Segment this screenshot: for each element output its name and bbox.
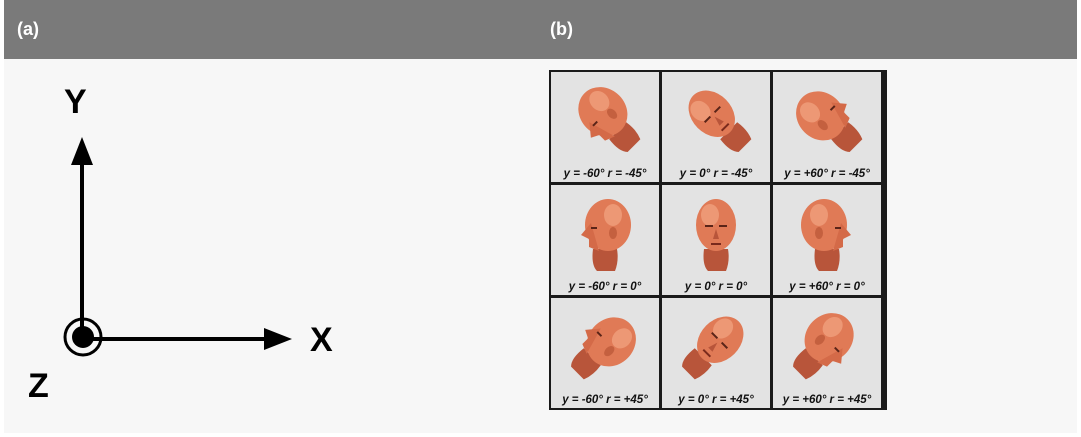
panel-b-label: (b)	[550, 19, 573, 39]
head-pose-cell: y = 0° r = 0°	[662, 185, 770, 295]
head-pose-cell: y = +60° r = +45°	[773, 298, 881, 408]
x-axis-label: X	[310, 321, 333, 359]
head-pose-caption: y = -60° r = -45°	[563, 168, 647, 180]
figure-frame: (a) (b) Y X Z	[4, 0, 1077, 433]
head-pose-cell: y = 0° r = +45°	[662, 298, 770, 408]
head-pose-cell: y = -60° r = 0°	[551, 185, 659, 295]
head-render-icon	[581, 199, 631, 271]
head-pose-caption: y = 0° r = +45°	[678, 394, 754, 406]
head-render-icon	[682, 316, 744, 380]
head-pose-cell: y = -60° r = -45°	[551, 72, 659, 182]
x-axis-arrowhead	[264, 328, 292, 350]
head-pose-caption: y = 0° r = -45°	[679, 168, 753, 180]
head-pose-caption: y = +60° r = 0°	[789, 281, 865, 293]
head-render-icon	[688, 90, 752, 152]
figure-header: (a) (b)	[4, 0, 1077, 59]
head-render-icon	[696, 199, 736, 271]
head-pose-caption: y = -60° r = 0°	[568, 281, 642, 293]
head-pose-caption: y = -60° r = +45°	[562, 394, 648, 406]
y-axis-label: Y	[64, 83, 87, 121]
head-render-icon	[571, 317, 636, 380]
head-pose-caption: y = +60° r = -45°	[784, 168, 870, 180]
head-render-icon	[578, 87, 641, 152]
head-render-icon	[793, 313, 854, 380]
panel-a-label: (a)	[17, 19, 39, 39]
head-pose-cell: y = +60° r = 0°	[773, 185, 881, 295]
head-render-icon	[801, 199, 851, 271]
z-axis-outer-ring	[63, 317, 103, 357]
head-pose-cell: y = 0° r = -45°	[662, 72, 770, 182]
head-pose-grid: y = -60° r = -45° y = 0° r = -45° y = +60°…	[549, 70, 887, 410]
head-pose-cell: y = +60° r = -45°	[773, 72, 881, 182]
head-render-icon	[796, 91, 863, 152]
head-pose-caption: y = +60° r = +45°	[782, 394, 872, 406]
coordinate-axes-diagram: Y X Z	[28, 83, 333, 405]
head-pose-caption: y = 0° r = 0°	[684, 281, 748, 293]
z-axis-label: Z	[28, 367, 49, 405]
head-pose-cell: y = -60° r = +45°	[551, 298, 659, 408]
z-axis-dot	[72, 326, 94, 348]
y-axis-arrowhead	[71, 137, 93, 165]
